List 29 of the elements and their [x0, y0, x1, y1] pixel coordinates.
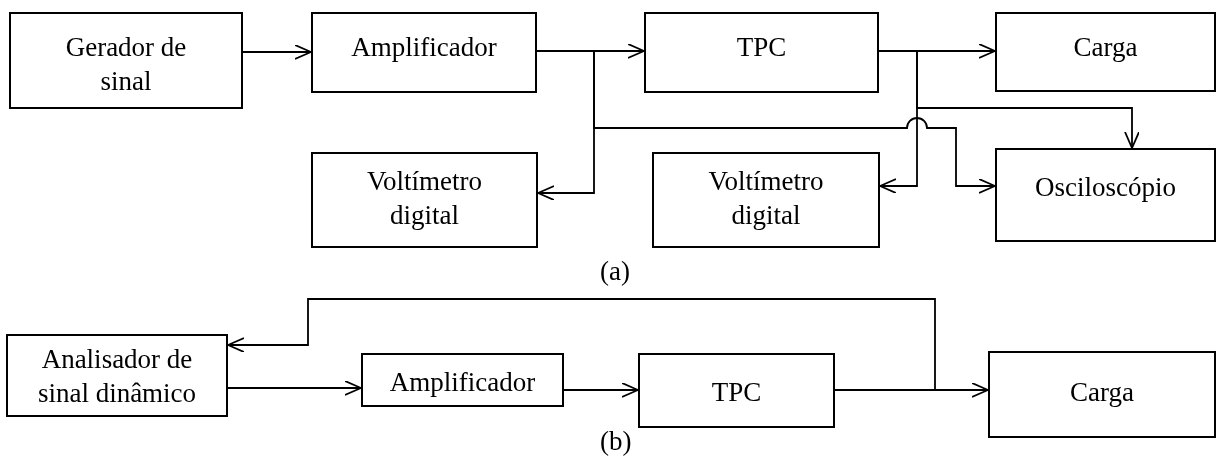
block-box: [652, 152, 880, 248]
block-box: [638, 353, 835, 428]
block-label: Carga: [1073, 31, 1138, 64]
connector-arrow: [227, 380, 362, 396]
block-label: Analisador de sinal dinâmico: [36, 343, 198, 410]
block-box: [644, 12, 879, 93]
connector-arrow: [227, 298, 936, 391]
block-box: [361, 353, 564, 407]
block-label: Carga: [1070, 376, 1134, 409]
connector-arrow: [563, 382, 639, 398]
block-box: [995, 148, 1216, 242]
block-box: [9, 12, 243, 109]
block-label: Voltímetro digital: [366, 165, 483, 232]
block-label: Amplificador: [389, 366, 536, 399]
block-label: TPC: [711, 376, 762, 409]
block-label: TPC: [736, 31, 787, 64]
connector-arrow: [242, 44, 312, 60]
block-label: Gerador de sinal: [64, 31, 188, 98]
connector-arrow: [878, 50, 1140, 149]
block-box: [988, 351, 1216, 438]
block-box: [995, 12, 1216, 92]
figure-label: (a): [600, 256, 630, 287]
block-label: Voltímetro digital: [707, 165, 825, 232]
block-box: [6, 334, 228, 417]
figure-label: (b): [600, 426, 632, 457]
block-box: [311, 12, 537, 93]
block-label: Osciloscópio: [1035, 171, 1176, 204]
block-label: Amplificador: [351, 31, 497, 64]
block-box: [311, 152, 538, 248]
